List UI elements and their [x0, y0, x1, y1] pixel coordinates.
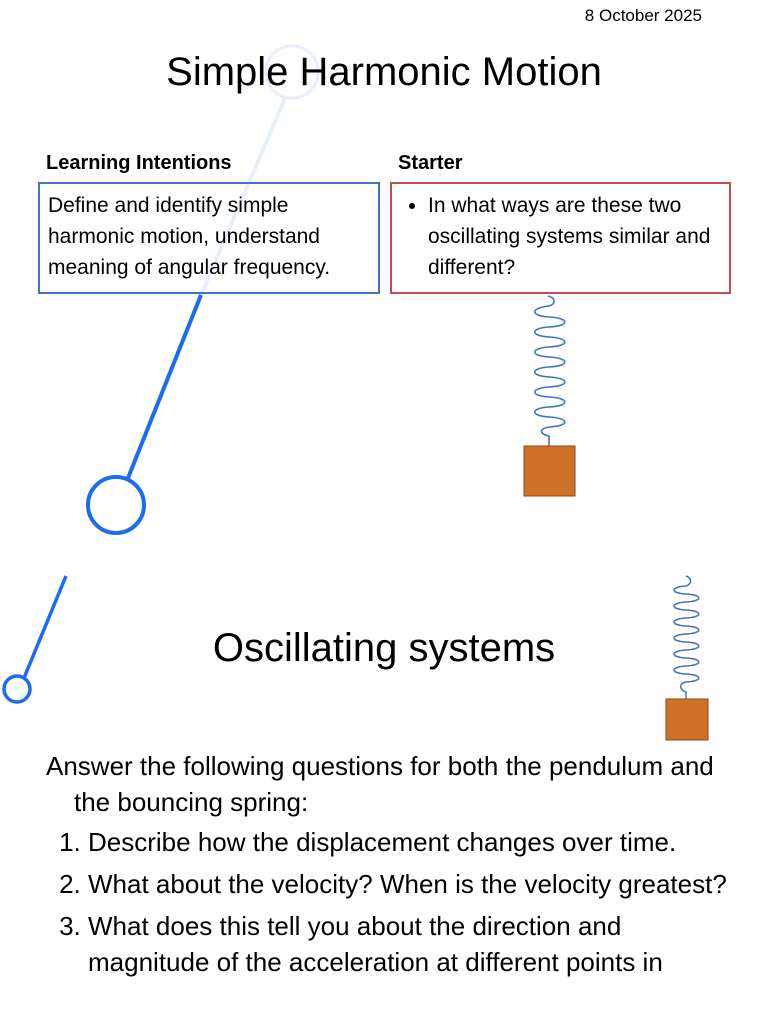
starter-list: In what ways are these two oscillating s… [400, 190, 721, 283]
questions-intro: Answer the following questions for both … [46, 751, 714, 817]
questions-block: Answer the following questions for both … [46, 748, 746, 986]
pendulum-string-small [22, 575, 68, 679]
questions-list: Describe how the displacement changes ov… [46, 824, 746, 980]
spring-mass-small [665, 698, 709, 741]
pendulum-string [126, 294, 203, 479]
starter-heading: Starter [398, 152, 463, 174]
starter-bullet: In what ways are these two oscillating s… [428, 190, 721, 283]
pendulum-bob-small [2, 674, 32, 704]
question-item: What does this tell you about the direct… [88, 908, 746, 980]
question-item: Describe how the displacement changes ov… [88, 824, 746, 860]
starter-box: In what ways are these two oscillating s… [390, 182, 731, 294]
learning-intentions-box: Define and identify simple harmonic moti… [38, 182, 380, 294]
pendulum-bob [86, 475, 146, 535]
slide-1: 8 October 2025 Simple Harmonic Motion Le… [0, 0, 768, 560]
slide-title-2: Oscillating systems [212, 626, 556, 670]
pendulum-pivot-faint [264, 44, 320, 100]
pendulum-string-faint [199, 97, 287, 296]
learning-intentions-text: Define and identify simple harmonic moti… [48, 194, 331, 279]
slide2-artwork [2, 575, 709, 741]
question-item: What about the velocity? When is the vel… [88, 866, 746, 902]
slide-title: Simple Harmonic Motion [166, 50, 602, 94]
spring-mass [523, 445, 576, 497]
learning-intentions-heading: Learning Intentions [46, 152, 232, 174]
spring-coil-small [673, 575, 700, 699]
date-label: 8 October 2025 [584, 6, 702, 25]
spring-coil [533, 295, 566, 446]
slide1-artwork [86, 44, 576, 535]
slide-2: Oscillating systems Answer the following… [0, 560, 768, 1024]
